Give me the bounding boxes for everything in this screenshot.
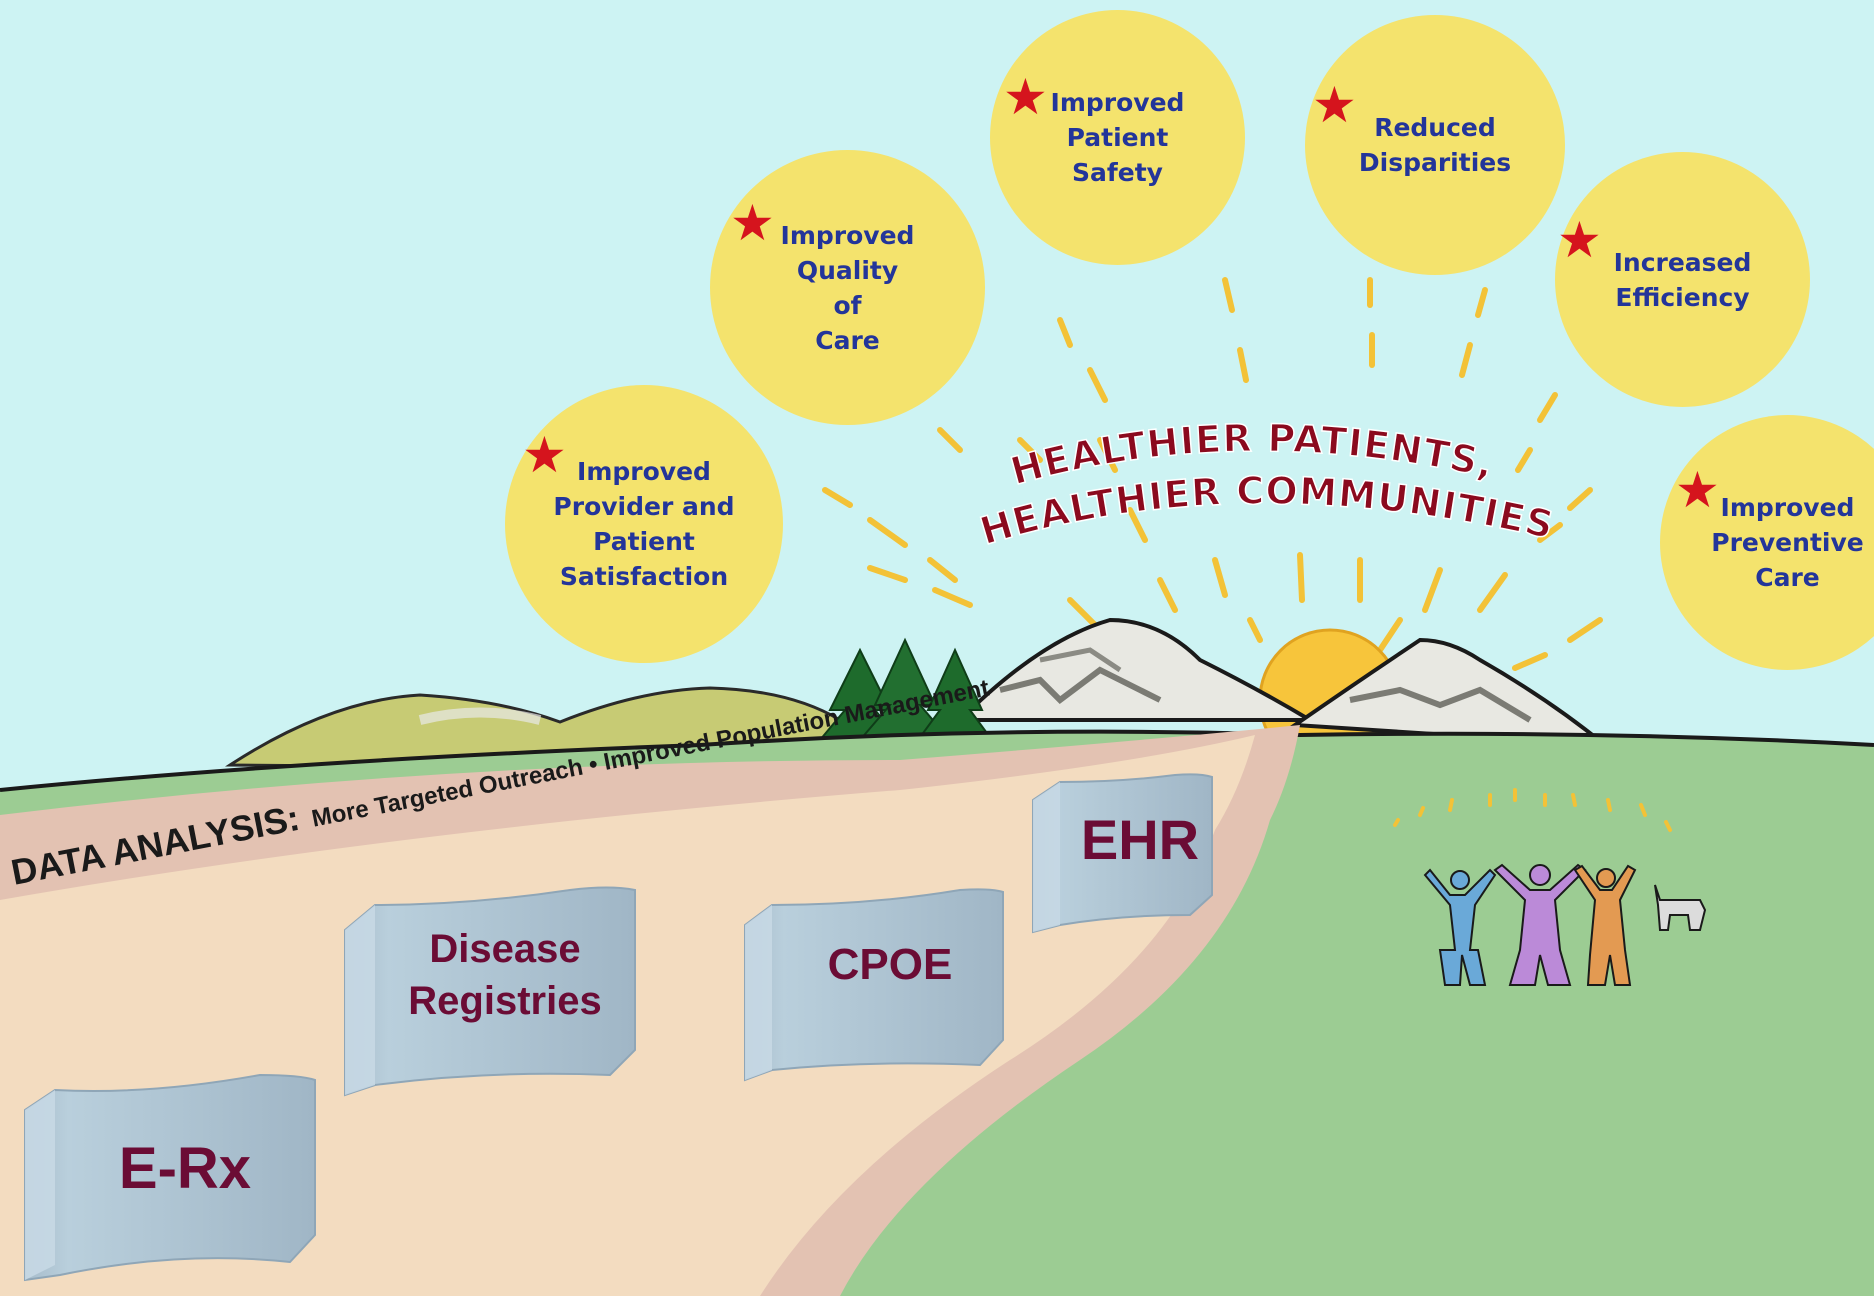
star-icon: ★ bbox=[1312, 76, 1357, 134]
step-sign-disease-registries: Disease Registries bbox=[360, 905, 650, 1085]
outcome-bubble-preventive: Improved Preventive Care bbox=[1660, 415, 1874, 670]
outcome-label: Improved Provider and Patient Satisfacti… bbox=[553, 457, 735, 591]
celebrating-people bbox=[1393, 788, 1707, 986]
step-label: Disease Registries bbox=[408, 927, 602, 1023]
star-icon: ★ bbox=[1003, 68, 1048, 126]
sign-shape-registries bbox=[344, 886, 636, 1097]
sign-shape-erx bbox=[24, 1073, 316, 1282]
step-signs-shapes bbox=[24, 773, 1213, 1282]
sign-shape-cpoe bbox=[744, 888, 1004, 1082]
outcome-label: Reduced Disparities bbox=[1358, 113, 1512, 177]
sign-shape-ehr bbox=[1032, 773, 1213, 934]
outcome-bubble-satisfaction: Improved Provider and Patient Satisfacti… bbox=[505, 385, 783, 663]
step-sign-ehr: EHR bbox=[1040, 785, 1240, 925]
sun-rays bbox=[822, 277, 1603, 671]
trees bbox=[817, 637, 994, 756]
star-icon: ★ bbox=[730, 194, 775, 252]
outcome-bubble-disparities: Reduced Disparities bbox=[1305, 15, 1565, 275]
outcome-bubble-efficiency: Increased Efficiency bbox=[1555, 152, 1810, 407]
star-icon: ★ bbox=[1675, 461, 1720, 519]
outcome-label: Improved Preventive Care bbox=[1711, 493, 1864, 592]
outcome-label: Improved Quality of Care bbox=[780, 220, 915, 355]
star-icon: ★ bbox=[522, 426, 567, 484]
outcome-label: Improved Patient Safety bbox=[1050, 88, 1185, 187]
star-icon: ★ bbox=[1557, 211, 1602, 269]
step-sign-cpoe: CPOE bbox=[755, 905, 1025, 1075]
mountain-left bbox=[955, 617, 1318, 722]
step-label: CPOE bbox=[827, 940, 953, 989]
step-sign-erx: E-Rx bbox=[40, 1090, 330, 1270]
step-label: E-Rx bbox=[118, 1136, 252, 1201]
outcome-bubble-quality: Improved Quality of Care bbox=[710, 150, 985, 425]
outcome-label: Increased Efficiency bbox=[1613, 247, 1752, 312]
step-label: EHR bbox=[1080, 808, 1200, 871]
outcome-bubble-safety: Improved Patient Safety bbox=[990, 10, 1245, 265]
